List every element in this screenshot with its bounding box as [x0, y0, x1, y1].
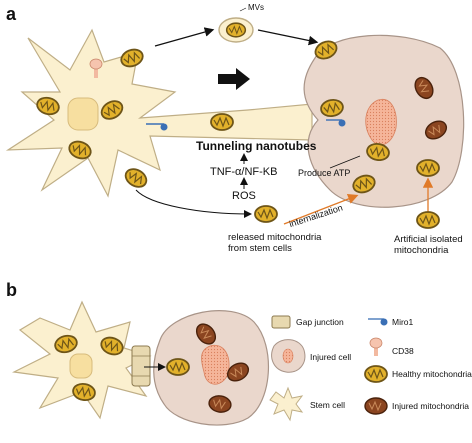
gap-junction-icon: [271, 315, 291, 329]
label-released-line2: from stem cells: [228, 243, 292, 254]
stem-cell-b: [11, 300, 152, 420]
healthy-mitochondria-icon: [364, 365, 388, 383]
legend-injured-cell: Injured cell: [310, 352, 351, 362]
big-transfer-arrow: [218, 68, 250, 90]
injured-cell-b: [153, 310, 270, 426]
cd38-icon: [369, 337, 383, 356]
stem-cell-icon: [269, 386, 304, 422]
label-ros: ROS: [232, 190, 256, 202]
label-released-line1: released mitochondria: [228, 232, 322, 243]
artificial-mitochondrion: [416, 159, 440, 177]
release-curve-arrow: [135, 189, 252, 218]
legend-injured-mito: Injured mitochondria: [392, 401, 469, 411]
cd38-marker-a: [89, 58, 103, 78]
label-internalization: internalization: [288, 202, 344, 229]
healthy-mitochondrion: [210, 113, 234, 131]
injured-cell-icon: [271, 339, 306, 373]
atp-pointer: [329, 155, 361, 169]
gap-junction-b: [131, 345, 151, 387]
arrow-to-mvs: [154, 27, 215, 47]
label-artificial-line2: mitochondria: [394, 245, 449, 256]
internalization-arrow: [283, 193, 359, 225]
legend-healthy-mito: Healthy mitochondria: [392, 369, 472, 379]
legend-gap-junction: Gap junction: [296, 317, 344, 327]
transferred-mitochondrion: [166, 358, 190, 376]
label-tunneling-nanotubes: Tunneling nanotubes: [196, 139, 317, 153]
legend-stem-cell: Stem cell: [310, 400, 345, 410]
legend-miro1: Miro1: [392, 317, 414, 327]
legend-cd38: CD38: [392, 346, 414, 356]
arrow-mvs-to-cell: [257, 29, 319, 46]
miro1-marker-a: [146, 123, 168, 131]
artificial-mitochondrion-source: [416, 211, 440, 229]
microvesicle: [218, 17, 254, 43]
label-tnf-nfkb: TNF-α/NF-KB: [210, 166, 277, 178]
label-produce-atp: Produce ATP: [298, 168, 350, 178]
healthy-mitochondrion: [121, 164, 151, 192]
miro1-marker-a2: [326, 119, 346, 127]
released-mitochondrion: [254, 205, 278, 223]
label-mvs: MVs: [248, 3, 264, 12]
legend: Gap junction Miro1 CD38 Injured cell Hea…: [269, 315, 472, 422]
panel-a-letter: a: [6, 4, 17, 24]
label-artificial-line1: Artificial isolated: [394, 234, 463, 245]
panel-b-letter: b: [6, 280, 17, 300]
miro1-icon: [368, 318, 388, 326]
injured-mitochondria-icon: [364, 397, 388, 415]
